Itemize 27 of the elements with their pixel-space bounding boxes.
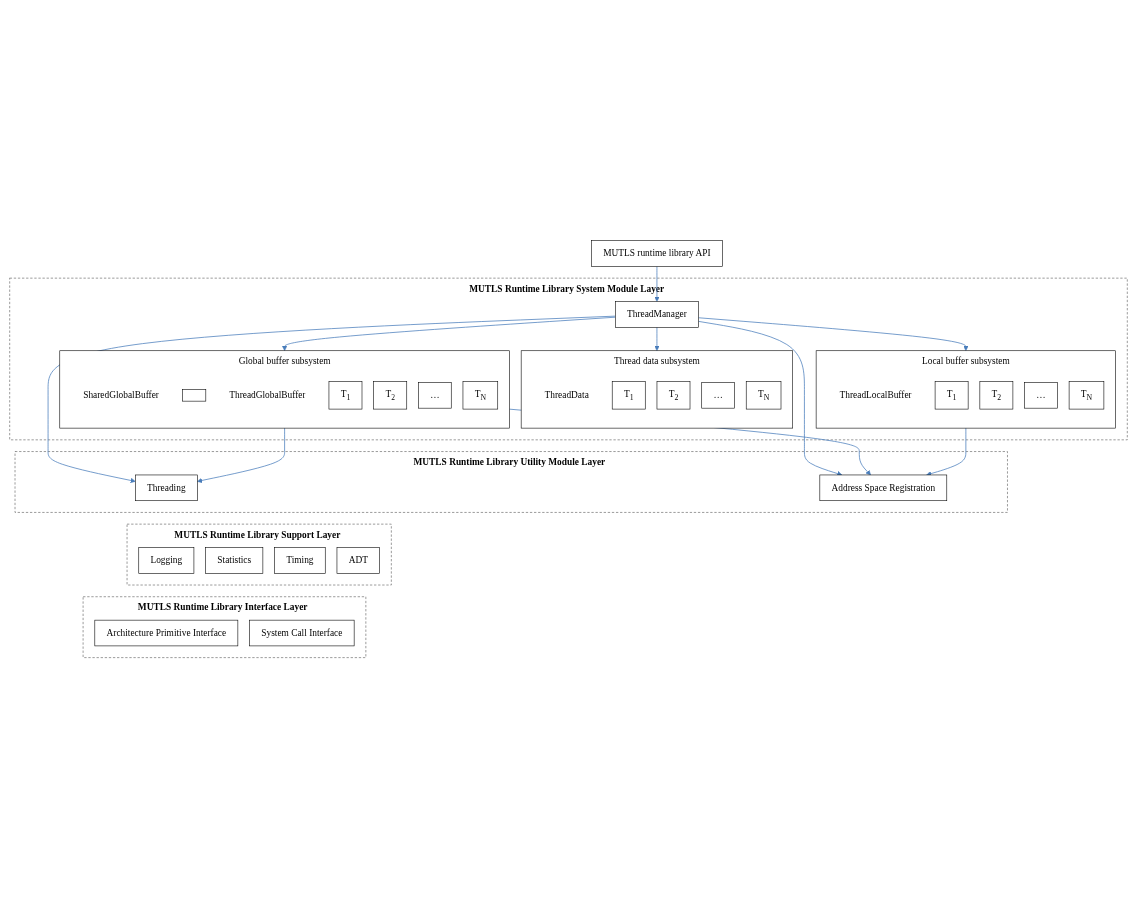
node-text: ThreadLocalBuffer [839, 389, 912, 400]
node-box: Statistics [205, 547, 264, 574]
node-box: ADT [336, 547, 380, 574]
node-box: T$_{1}$ [328, 381, 363, 410]
node-box: T$_{1}$ [611, 381, 646, 410]
node-text: ThreadGlobalBuffer [229, 389, 306, 400]
node-box: T$_{2}$ [373, 381, 408, 410]
node-box: Logging [138, 547, 195, 574]
node-box: T$_{1}$ [934, 381, 969, 410]
node-box: Architecture Primitive Interface [94, 619, 239, 647]
node-box: System Call Interface [249, 619, 355, 647]
node-box: T$_{N}$ [745, 381, 782, 410]
node-box: T$_{N}$ [462, 381, 499, 410]
node-box: ThreadManager [615, 301, 699, 328]
node-box: Address Space Registration [819, 474, 948, 501]
node-box: Timing [274, 547, 326, 574]
node-box: T$_{N}$ [1068, 381, 1105, 410]
node-text: SharedGlobalBuffer [83, 389, 159, 400]
node-box: Threading [135, 474, 198, 501]
node-box: … [1024, 381, 1058, 409]
node-text: ThreadData [544, 389, 589, 400]
node-box [182, 389, 207, 402]
node-box: T$_{2}$ [656, 381, 691, 410]
node-box: … [418, 381, 452, 409]
node-box: MUTLS runtime library API [591, 240, 723, 267]
node-box: … [701, 381, 735, 409]
node-box: T$_{2}$ [979, 381, 1014, 410]
